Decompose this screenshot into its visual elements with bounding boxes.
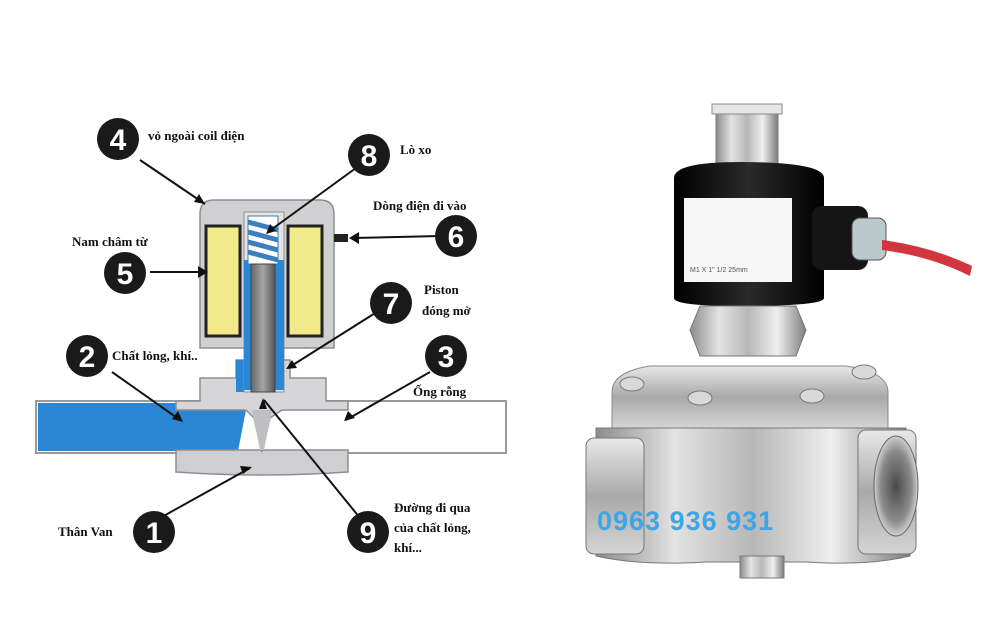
bottom-plug bbox=[739, 555, 785, 579]
label-flow-path-line2: của chất lỏng, bbox=[394, 520, 471, 535]
badge-6: 6 bbox=[435, 215, 477, 257]
cross-section-diagram: 4 8 5 6 7 2 3 1 9 vỏ ngoài coil điện Lò … bbox=[35, 118, 507, 555]
svg-text:4: 4 bbox=[110, 124, 127, 157]
hex-neck bbox=[689, 305, 807, 357]
cable-gland bbox=[851, 217, 887, 261]
leader-arrowheads bbox=[172, 194, 359, 474]
valve-body-lower bbox=[175, 449, 349, 476]
product-photo: M1 X 1" 1/2 25mm bbox=[585, 103, 972, 579]
bonnet-flange bbox=[611, 365, 889, 429]
label-power-in: Dòng điện đi vào bbox=[373, 198, 467, 213]
valve-seat bbox=[252, 410, 272, 450]
badge-9: 9 bbox=[347, 511, 389, 553]
phone-number: 0963 936 931 bbox=[597, 506, 775, 536]
inlet-port bbox=[585, 437, 645, 555]
fluid-inlet bbox=[38, 386, 246, 451]
badge-4: 4 bbox=[97, 118, 139, 160]
leader-lines bbox=[111, 159, 441, 519]
label-coil-housing: vỏ ngoài coil điện bbox=[148, 128, 245, 143]
svg-text:8: 8 bbox=[361, 140, 378, 173]
label-piston-line1: Piston bbox=[424, 282, 459, 297]
svg-text:6: 6 bbox=[448, 221, 465, 254]
label-flow-path-line1: Đường đi qua bbox=[394, 500, 471, 515]
svg-text:7: 7 bbox=[383, 288, 400, 321]
badge-1: 1 bbox=[133, 511, 175, 553]
red-wire bbox=[882, 240, 972, 276]
label-piston-line2: đóng mở bbox=[422, 303, 472, 318]
spring bbox=[247, 215, 279, 265]
bolts bbox=[619, 364, 877, 406]
badge-8: 8 bbox=[348, 134, 390, 176]
top-nut bbox=[715, 105, 779, 167]
outlet-thread-hole bbox=[873, 435, 919, 537]
label-valve-body: Thân Van bbox=[58, 524, 113, 539]
label-magnet: Nam châm từ bbox=[72, 234, 148, 249]
badge-2: 2 bbox=[66, 335, 108, 377]
svg-text:5: 5 bbox=[117, 258, 134, 291]
badge-3: 3 bbox=[425, 335, 467, 377]
badge-5: 5 bbox=[104, 252, 146, 294]
piston bbox=[250, 263, 276, 393]
svg-text:1: 1 bbox=[146, 517, 163, 550]
svg-text:2: 2 bbox=[79, 341, 96, 374]
badge-7: 7 bbox=[370, 282, 412, 324]
svg-text:3: 3 bbox=[438, 341, 455, 374]
valve-body bbox=[595, 427, 911, 564]
coil-label bbox=[684, 198, 792, 282]
label-fluid: Chất lỏng, khí.. bbox=[112, 348, 198, 363]
label-hollow-pipe: Ống rỗng bbox=[413, 384, 467, 399]
svg-text:9: 9 bbox=[360, 517, 377, 550]
power-connector bbox=[334, 234, 348, 242]
coil-left bbox=[204, 224, 242, 338]
label-spring: Lò xo bbox=[400, 142, 431, 157]
coil-right bbox=[286, 224, 324, 338]
coil-label-text: M1 X 1" 1/2 25mm bbox=[690, 267, 748, 274]
label-flow-path-line3: khí... bbox=[394, 540, 422, 555]
